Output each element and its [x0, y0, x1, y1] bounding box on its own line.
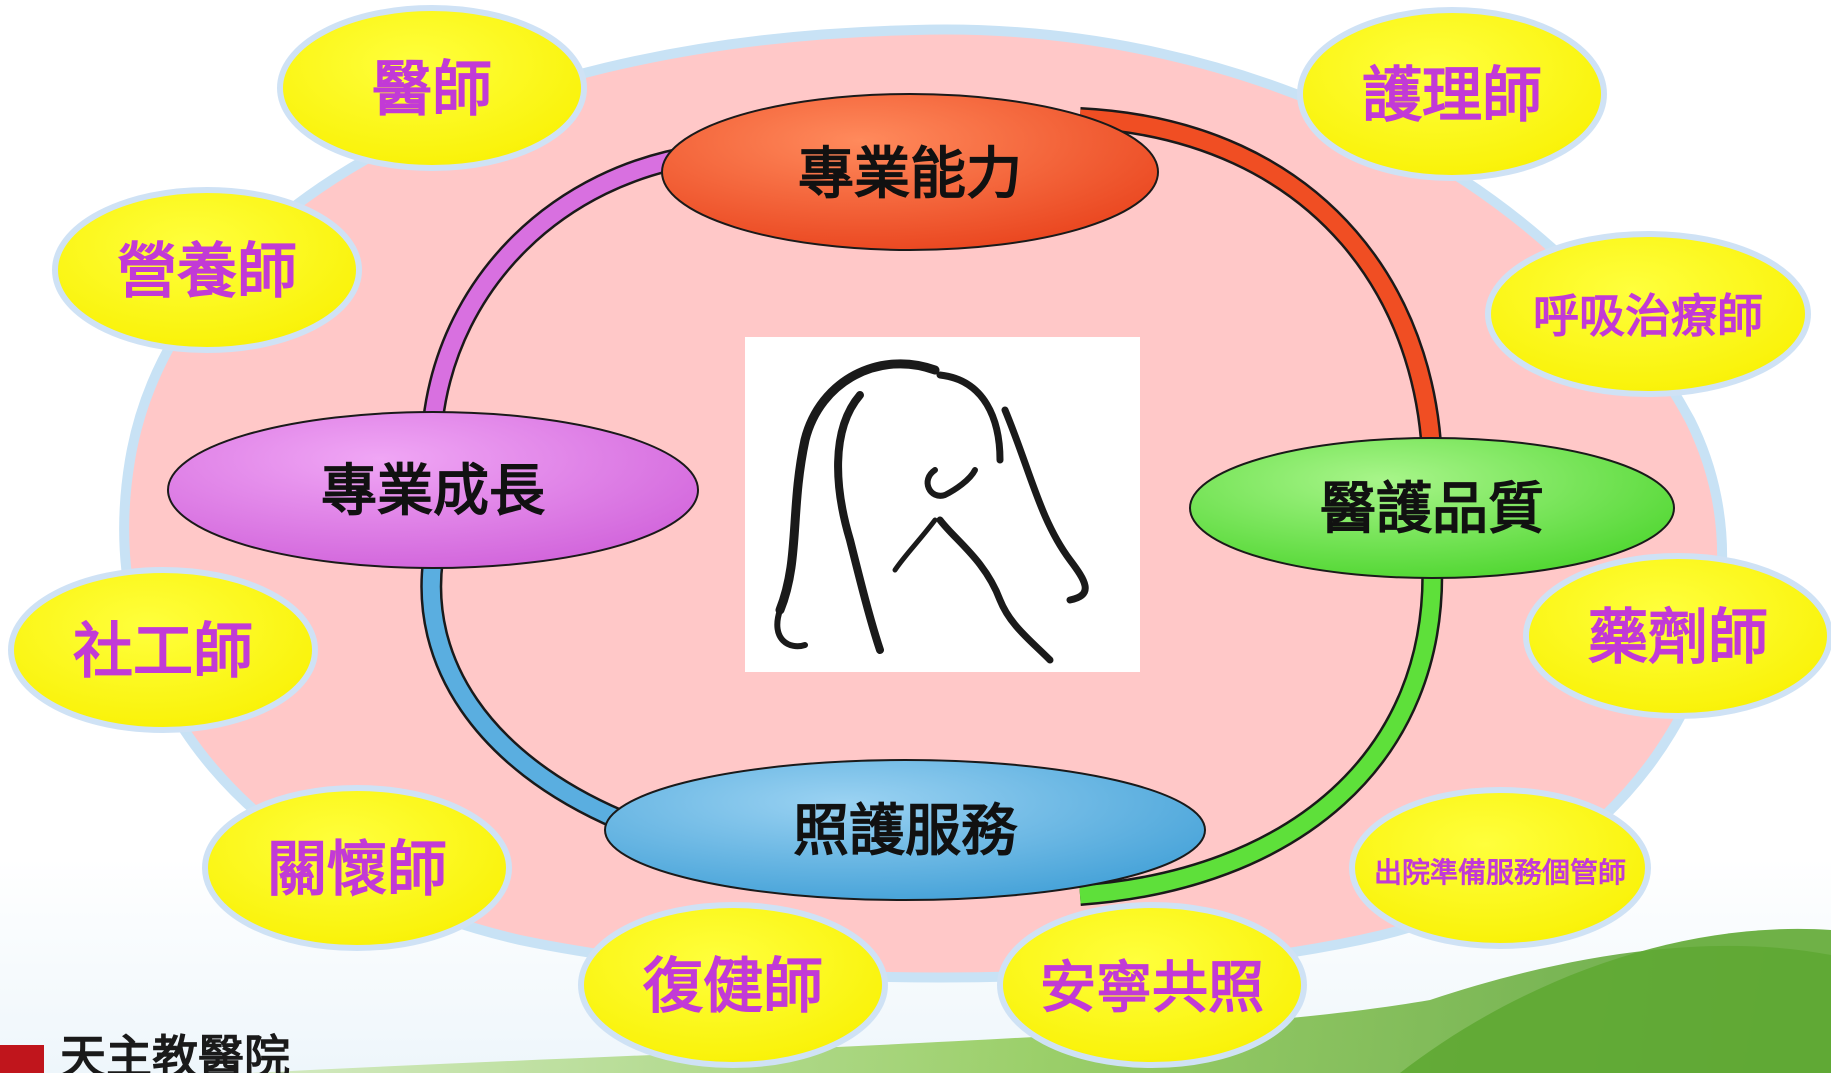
role-label: 護理師 [1362, 61, 1542, 131]
role-bubble-respiratory-therapist: 呼吸治療師 [1485, 231, 1811, 397]
node-right-label: 醫護品質 [1320, 477, 1544, 542]
node-left-label: 專業成長 [321, 459, 546, 524]
logo-text: 天主教醫院 [60, 1030, 290, 1073]
center-figure-image [745, 337, 1140, 672]
roles: 醫師 護理師 營養師 呼吸治療師 社工師 藥劑師 [8, 5, 1831, 1068]
node-top: 專業能力 [661, 93, 1159, 251]
role-label: 安寧共照 [1040, 956, 1264, 1021]
role-bubble-pharmacist: 藥劑師 [1523, 553, 1831, 719]
role-label: 社工師 [73, 617, 253, 687]
green-hill [250, 945, 1831, 1073]
role-label: 復健師 [642, 952, 823, 1022]
role-label: 關懷師 [267, 835, 447, 905]
node-top-label: 專業能力 [798, 142, 1022, 207]
role-bubble-social-worker: 社工師 [8, 567, 318, 733]
green-hill-right [1400, 928, 1831, 1073]
node-left: 專業成長 [167, 411, 699, 569]
ring [420, 107, 1444, 906]
role-label: 醫師 [372, 55, 492, 125]
role-label: 出院準備服務個管師 [1374, 856, 1626, 889]
hospital-logo: 天主教醫院 [0, 1030, 290, 1073]
role-bubble-hospice-shared-care: 安寧共照 [997, 902, 1307, 1068]
node-right: 醫護品質 [1189, 437, 1675, 579]
role-bubble-nurse: 護理師 [1297, 7, 1607, 181]
role-label: 藥劑師 [1588, 603, 1768, 673]
role-bubble-rehab-therapist: 復健師 [578, 902, 888, 1068]
node-bottom-label: 照護服務 [793, 799, 1018, 864]
node-bottom: 照護服務 [604, 759, 1206, 901]
role-bubble-discharge-case-manager: 出院準備服務個管師 [1349, 787, 1651, 949]
role-bubble-doctor: 醫師 [277, 5, 587, 171]
role-label: 營養師 [117, 237, 297, 307]
role-bubble-dietitian: 營養師 [52, 187, 362, 353]
role-label: 呼吸治療師 [1533, 289, 1763, 343]
role-bubble-care-counselor: 關懷師 [202, 785, 512, 951]
